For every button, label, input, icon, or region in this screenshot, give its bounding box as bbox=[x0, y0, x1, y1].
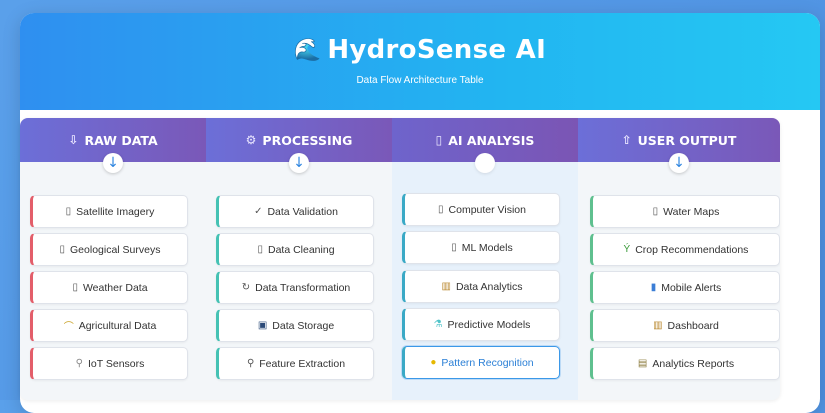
list-item[interactable]: ▤ Analytics Reports bbox=[590, 347, 780, 380]
mountain-icon: ▯ bbox=[59, 244, 66, 255]
list-item-highlighted[interactable]: ● Pattern Recognition bbox=[402, 346, 560, 379]
broom-icon: ▯ bbox=[257, 244, 263, 255]
item-label: Feature Extraction bbox=[259, 357, 346, 370]
title-row: 🌊 HydroSense AI bbox=[20, 13, 820, 65]
column-ai-analysis: ▯ AI ANALYSIS ▯ Computer Vision ▯ ML Model… bbox=[392, 118, 578, 400]
list-item[interactable]: ▥ Data Analytics bbox=[402, 270, 560, 303]
bar-chart-icon: ▥ bbox=[653, 320, 663, 331]
item-label: Mobile Alerts bbox=[661, 281, 722, 294]
column-title: AI ANALYSIS bbox=[448, 132, 535, 148]
column-processing: ⚙ PROCESSING ↓ ✓ Data Validation ▯ Data Cl… bbox=[206, 118, 392, 400]
header-banner: 🌊 HydroSense AI Data Flow Architecture T… bbox=[20, 13, 820, 110]
list-item[interactable]: ⚲ IoT Sensors bbox=[30, 347, 188, 380]
list-item[interactable]: ▯ ML Models bbox=[402, 231, 560, 264]
column-title: USER OUTPUT bbox=[637, 132, 737, 148]
sensor-icon: ⚲ bbox=[75, 358, 83, 369]
item-label: Weather Data bbox=[82, 281, 148, 294]
list-item[interactable]: ▥ Dashboard bbox=[590, 309, 780, 342]
item-label: Water Maps bbox=[663, 205, 720, 218]
list-item[interactable]: ⚗ Predictive Models bbox=[402, 308, 560, 341]
cycle-icon: ↻ bbox=[241, 282, 251, 293]
list-item[interactable]: ▯ Data Cleaning bbox=[216, 233, 374, 266]
list-item[interactable]: ⚲ Feature Extraction bbox=[216, 347, 374, 380]
arrow-down-icon bbox=[475, 153, 495, 173]
cloud-icon: ▯ bbox=[72, 282, 78, 293]
page-subtitle: Data Flow Architecture Table bbox=[356, 75, 484, 86]
arrow-down-icon: ↓ bbox=[289, 153, 309, 173]
item-label: Data Cleaning bbox=[267, 243, 335, 256]
sprout-icon: Ý bbox=[623, 244, 631, 255]
list-item[interactable]: ▯ Satellite Imagery bbox=[30, 195, 188, 228]
map-icon: ▯ bbox=[652, 206, 659, 217]
item-label: Dashboard bbox=[667, 319, 719, 332]
architecture-table: ⇩ RAW DATA ↓ ▯ Satellite Imagery ▯ Geologi… bbox=[20, 118, 780, 400]
disk-icon: ▣ bbox=[257, 320, 268, 331]
trend-icon: ▤ bbox=[637, 358, 648, 369]
column-raw-data: ⇩ RAW DATA ↓ ▯ Satellite Imagery ▯ Geologi… bbox=[20, 118, 206, 400]
phone-icon: ▮ bbox=[650, 282, 657, 293]
item-label: IoT Sensors bbox=[87, 357, 145, 370]
item-label: Pattern Recognition bbox=[441, 356, 534, 369]
column-header: ⇩ RAW DATA bbox=[20, 118, 206, 162]
column-title: PROCESSING bbox=[262, 132, 353, 148]
list-item[interactable]: ▣ Data Storage bbox=[216, 309, 374, 342]
column-title: RAW DATA bbox=[84, 132, 158, 148]
eye-icon: ▯ bbox=[438, 204, 444, 215]
satellite-icon: ▯ bbox=[65, 206, 72, 217]
item-label: Data Transformation bbox=[255, 281, 351, 294]
list-item[interactable]: ↻ Data Transformation bbox=[216, 271, 374, 304]
check-icon: ✓ bbox=[254, 206, 263, 217]
robot-icon: ▯ bbox=[451, 242, 457, 253]
download-icon: ⇩ bbox=[68, 133, 79, 147]
flask-icon: ⚗ bbox=[433, 319, 443, 330]
list-item[interactable]: ✓ Data Validation bbox=[216, 195, 374, 228]
list-item[interactable]: ▯ Geological Surveys bbox=[30, 233, 188, 266]
item-label: Crop Recommendations bbox=[635, 243, 749, 256]
list-item[interactable]: ▯ Weather Data bbox=[30, 271, 188, 304]
item-label: Analytics Reports bbox=[652, 357, 735, 370]
gear-icon: ⚙ bbox=[245, 133, 257, 147]
item-label: ML Models bbox=[461, 241, 513, 254]
item-label: Data Storage bbox=[272, 319, 335, 332]
item-label: Agricultural Data bbox=[78, 319, 157, 332]
item-label: Computer Vision bbox=[448, 203, 526, 216]
list-item[interactable]: ▯ Computer Vision bbox=[402, 193, 560, 226]
list-item[interactable]: ⌒ Agricultural Data bbox=[30, 309, 188, 342]
item-label: Geological Surveys bbox=[70, 243, 161, 256]
upload-icon: ⇧ bbox=[621, 133, 632, 147]
magnifier-icon: ⚲ bbox=[246, 358, 255, 369]
item-label: Predictive Models bbox=[447, 318, 531, 331]
chart-icon: ▥ bbox=[441, 281, 451, 292]
item-label: Data Validation bbox=[267, 205, 338, 218]
leaf-icon: ⌒ bbox=[63, 322, 74, 333]
brain-icon: ▯ bbox=[435, 133, 443, 147]
column-user-output: ⇧ USER OUTPUT ↓ ▯ Water Maps Ý Crop Recomm… bbox=[578, 118, 780, 400]
wave-icon: 🌊 bbox=[293, 37, 322, 63]
item-label: Satellite Imagery bbox=[76, 205, 155, 218]
list-item[interactable]: Ý Crop Recommendations bbox=[590, 233, 780, 266]
arrow-down-icon: ↓ bbox=[103, 153, 123, 173]
list-item[interactable]: ▮ Mobile Alerts bbox=[590, 271, 780, 304]
list-item[interactable]: ▯ Water Maps bbox=[590, 195, 780, 228]
page-title: HydroSense AI bbox=[327, 35, 547, 65]
item-label: Data Analytics bbox=[455, 280, 523, 293]
bulb-icon: ● bbox=[430, 357, 437, 368]
arrow-down-icon: ↓ bbox=[669, 153, 689, 173]
